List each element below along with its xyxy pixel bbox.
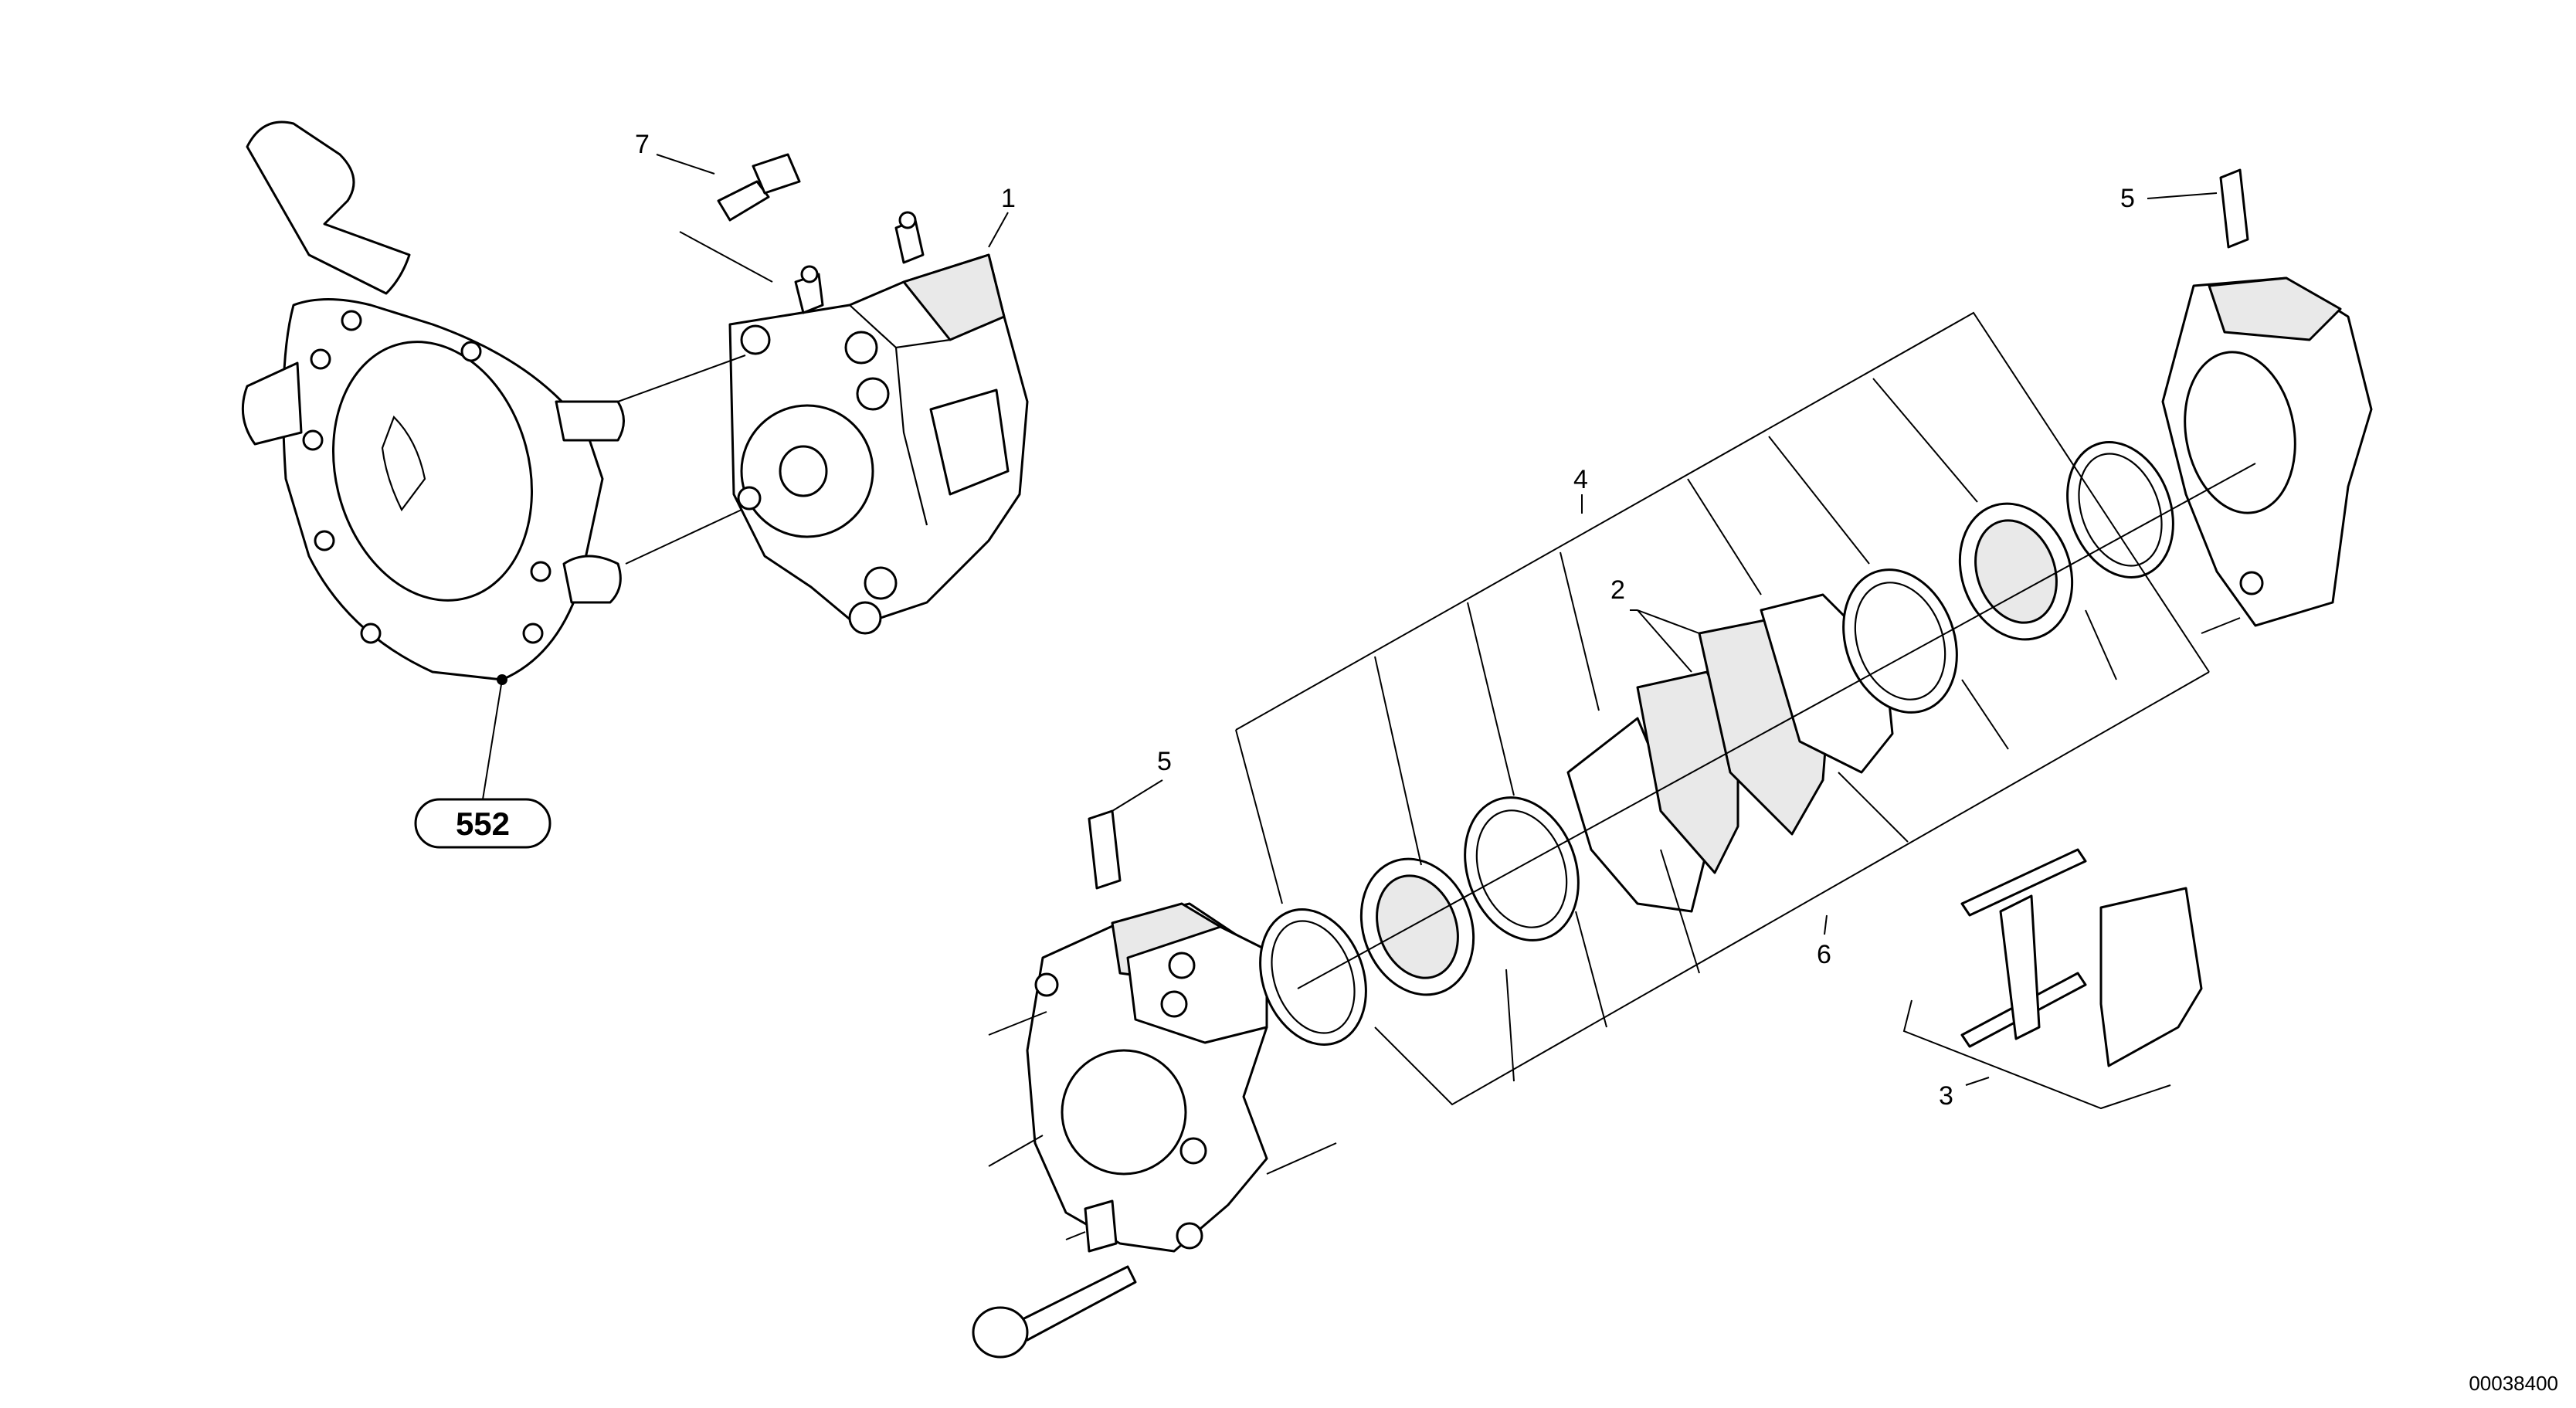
seal-ring-2: [2066, 441, 2174, 578]
leader-lines: [482, 154, 2256, 1240]
dust-seal-1: [1464, 796, 1580, 941]
drawing-number: 00038400: [2469, 1372, 2558, 1395]
callout-4: 4: [1573, 465, 1588, 494]
callout-labels: 1 2 3 4 5 5 6 7: [635, 130, 2135, 1111]
shim-plate-1: [1566, 717, 1709, 913]
callout-5-top: 5: [2120, 184, 2135, 213]
callout-2: 2: [1610, 575, 1625, 605]
bolt-7: [717, 153, 801, 222]
reference-badge-label: 552: [456, 806, 510, 842]
piston-1: [1359, 857, 1475, 996]
hub-mounting-plate: [241, 120, 625, 681]
retaining-pin-kit: [1960, 848, 2203, 1067]
caliper-screw: [972, 1265, 1137, 1359]
piston-2: [1958, 502, 2074, 641]
callout-6: 6: [1817, 940, 1831, 969]
callout-3: 3: [1939, 1081, 1953, 1111]
reference-badge: 552: [414, 674, 552, 849]
seal-ring-1: [1259, 908, 1367, 1046]
callout-1: 1: [1001, 184, 1016, 213]
callout-5-bottom: 5: [1157, 747, 1172, 776]
caliper-half-right: [2161, 168, 2373, 627]
dust-seal-2: [1842, 568, 1958, 714]
caliper-half-lower: [1026, 809, 1268, 1253]
callout-7: 7: [635, 130, 650, 159]
caliper-assembly: [728, 211, 1029, 635]
